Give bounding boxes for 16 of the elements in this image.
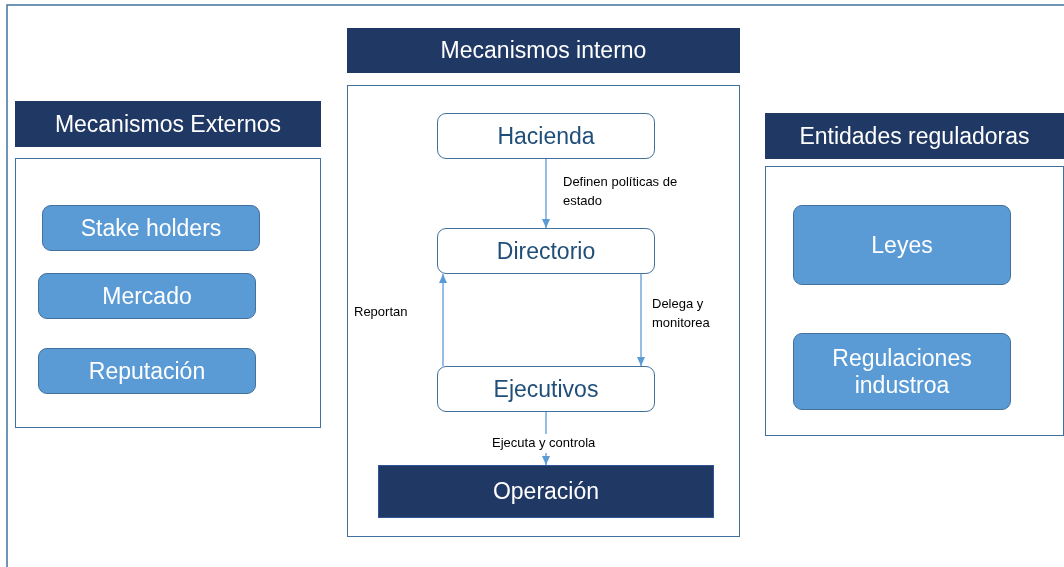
process-box: Ejecutivos [437,366,655,412]
operation-bar: Operación [378,465,714,518]
process-box: Hacienda [437,113,655,159]
mechanism-box: Leyes [793,205,1011,285]
mechanism-box: Reputación [38,348,256,394]
arrow [542,158,550,229]
mechanism-box: Regulaciones industroa [793,333,1011,410]
arrow [637,273,645,367]
process-box: Directorio [437,228,655,274]
edge-label: Ejecuta y controla [490,434,598,453]
panel-heading: Entidades reguladoras [765,113,1064,159]
mechanism-box: Stake holders [42,205,260,251]
arrow [439,273,447,367]
mechanism-box: Mercado [38,273,256,319]
panel-heading: Mecanismos interno [347,28,740,73]
panel-heading: Mecanismos Externos [15,101,321,147]
